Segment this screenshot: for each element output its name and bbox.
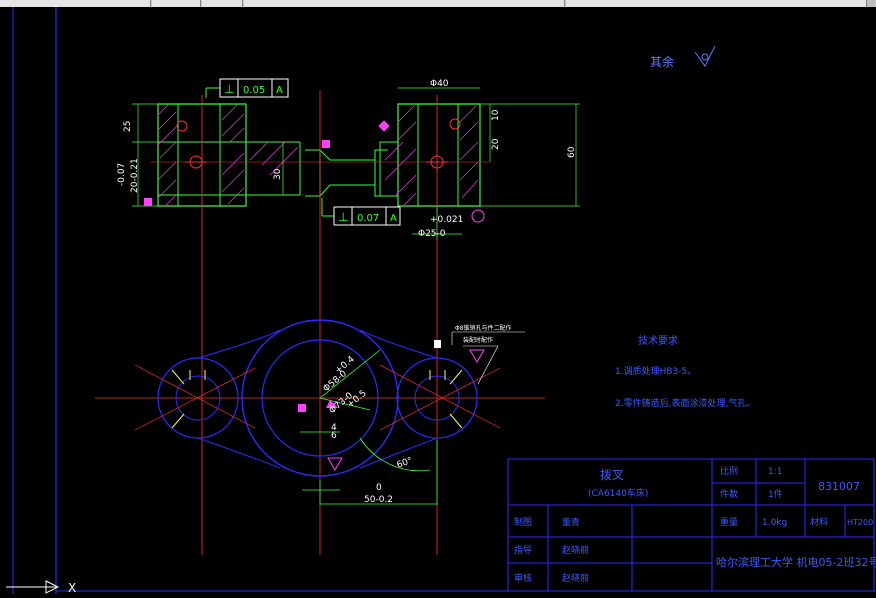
- note-leader: [463, 345, 499, 385]
- roughness-marker: [471, 209, 485, 223]
- plan-view: [95, 319, 545, 505]
- drawing-no: 831007: [818, 480, 860, 493]
- datum-marker: [326, 400, 338, 408]
- dim-60: 60: [567, 146, 577, 158]
- gdt-datum: A: [276, 85, 283, 96]
- toolbar-segment[interactable]: [566, 0, 867, 7]
- scale-label: 比例: [720, 465, 738, 477]
- dim-tol-d: Φ25-0: [418, 229, 446, 239]
- dim-bottom: 50-0.2: [364, 495, 393, 505]
- finish-label: 其余: [650, 54, 674, 69]
- dim-width-top: Φ40: [430, 79, 449, 89]
- gdt-symbol: ⊥: [338, 210, 348, 224]
- gdt-frame-2: ⊥ 0.07 A: [321, 198, 401, 226]
- section-view-middle: [305, 149, 388, 197]
- dim-20: 20: [491, 138, 501, 150]
- school-name: 哈尔滨理工大学 机电05-2班32号: [716, 555, 876, 569]
- dim-zero: 0: [376, 483, 382, 493]
- tech-line-2: 2.零件铸造后,表面涂漆处理,气孔。: [615, 397, 755, 409]
- dim-angle: 60°: [396, 456, 414, 471]
- row3-name: 赵晓丽: [562, 572, 589, 584]
- tech-line-1: 1.调质处理HB3-5。: [615, 365, 696, 377]
- dim-25: 25: [123, 121, 133, 132]
- datum-marker: [322, 140, 330, 148]
- toolbar-segment[interactable]: [0, 0, 151, 7]
- row3-label: 审核: [514, 572, 532, 584]
- gdt-symbol: ⊥: [224, 82, 234, 96]
- part-sub: (CA6140车床): [588, 487, 648, 499]
- dim-tol-c: +0.021: [430, 215, 463, 225]
- gdt-datum: A: [390, 213, 397, 224]
- gdt-frame-1: ⊥ 0.05 A: [205, 78, 289, 98]
- finish-symbol-circle: [701, 53, 709, 61]
- datum-marker: [469, 349, 485, 363]
- dim-30: 30: [273, 168, 283, 180]
- datum-marker: [434, 340, 441, 348]
- dim-10: 10: [491, 109, 501, 121]
- row2-name: 赵晓丽: [562, 544, 589, 556]
- material-label: 材料: [810, 516, 828, 528]
- section-view-right: [379, 103, 481, 207]
- dim-d58: Φ58-0: [322, 369, 350, 395]
- ucs-icon: X: [6, 580, 76, 595]
- dimension-lines-top: [132, 87, 580, 240]
- gdt-value: 0.05: [243, 85, 265, 96]
- part-name: 拨叉: [600, 468, 624, 482]
- ucs-x-label: X: [68, 581, 76, 595]
- row2-label: 指导: [514, 544, 532, 556]
- finish-symbol: [694, 45, 716, 67]
- datum-marker: [298, 404, 306, 412]
- section-view-left: [157, 103, 301, 207]
- gdt-value: 0.07: [357, 213, 379, 224]
- cad-drawing: 25 -0.07 20-0.21 Φ40 10 20 60 30 +0.021 …: [12, 7, 876, 594]
- qty-value: 1件: [768, 488, 783, 500]
- note-small: Φ8锥销孔与件二配作: [455, 324, 512, 332]
- datum-marker: [144, 198, 152, 206]
- toolbar-segment[interactable]: [152, 0, 201, 7]
- dim-4: 4: [331, 423, 337, 433]
- datum-marker: [378, 120, 390, 132]
- row1-label: 制图: [514, 516, 532, 528]
- dim-tol-b: 20-0.21: [130, 158, 140, 193]
- qty-label: 件数: [720, 488, 738, 500]
- scroll-button[interactable]: [866, 0, 875, 7]
- dim-tol-a: -0.07: [117, 163, 127, 186]
- datum-marker: [327, 457, 343, 471]
- weight-label: 重量: [720, 516, 738, 528]
- row1-name: 董青: [562, 516, 580, 528]
- weight-value: 1.0kg: [762, 518, 787, 528]
- dim-6: 6: [331, 431, 337, 441]
- drawing-canvas[interactable]: 25 -0.07 20-0.21 Φ40 10 20 60 30 +0.021 …: [0, 7, 876, 595]
- scale-value: 1:1: [768, 467, 782, 477]
- title-block: [507, 458, 875, 592]
- note-small-2: 装配时配作: [463, 336, 493, 344]
- toolbar-segment[interactable]: [244, 0, 565, 7]
- tech-title: 技术要求: [638, 334, 678, 347]
- toolbar-segment[interactable]: [202, 0, 243, 7]
- material-value: HT200: [847, 518, 873, 527]
- window-toolbar-strip: [0, 0, 876, 7]
